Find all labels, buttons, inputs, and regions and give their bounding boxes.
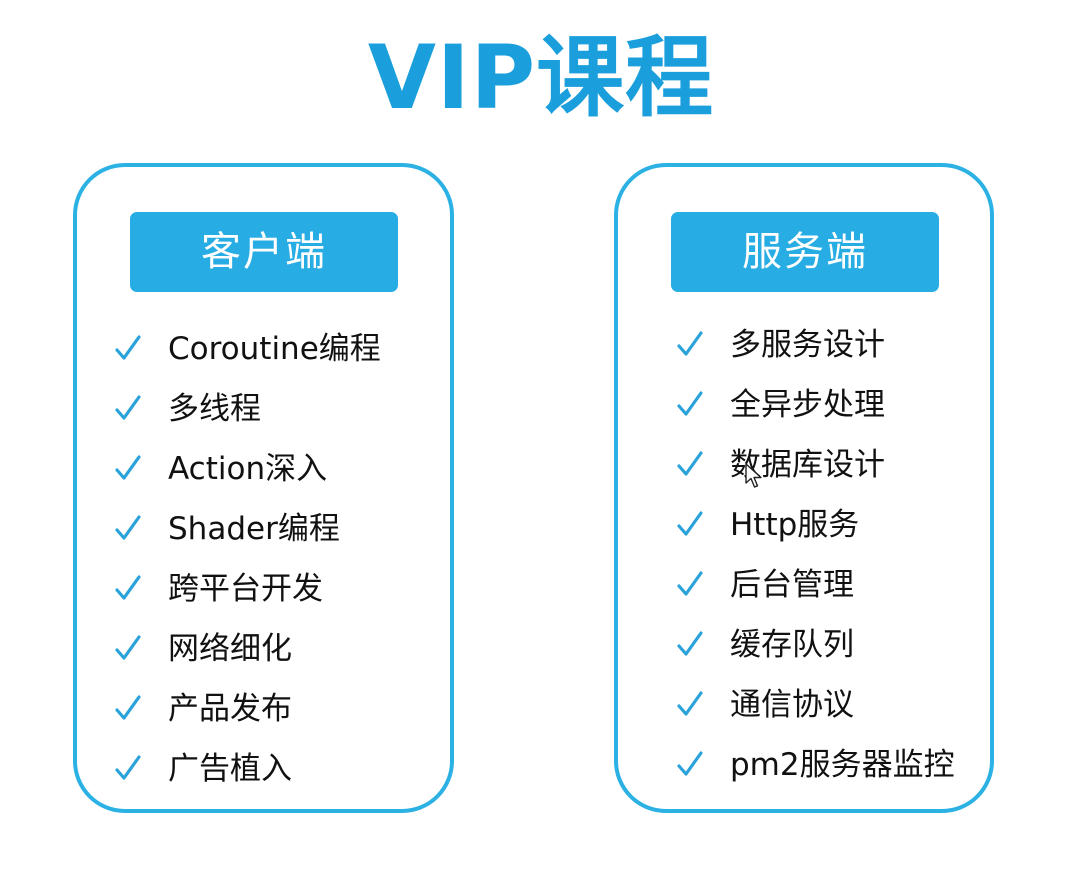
client-item-label: Coroutine编程 — [168, 331, 381, 367]
check-icon — [677, 571, 703, 596]
client-header: 客户端 — [130, 212, 398, 292]
client-panel: 客户端 Coroutine编程多线程 Action深入 Shader编程跨平台开发网… — [73, 163, 454, 813]
check-icon — [677, 451, 703, 476]
check-icon — [115, 455, 141, 480]
server-header: 服务端 — [671, 212, 939, 292]
client-item-label: 网络细化 — [168, 631, 292, 667]
server-item-label: 多服务设计 — [730, 327, 885, 363]
check-icon — [677, 751, 703, 776]
check-icon — [115, 575, 141, 600]
client-item-label: 多线程 — [168, 391, 261, 427]
client-item-label: Shader编程 — [168, 511, 340, 547]
check-icon — [677, 691, 703, 716]
mouse-cursor-icon — [745, 463, 762, 488]
page-title: VIP课程 — [367, 26, 715, 129]
check-icon — [115, 755, 141, 780]
check-icon — [115, 395, 141, 420]
check-icon — [115, 635, 141, 660]
check-icon — [677, 391, 703, 416]
check-icon — [677, 631, 703, 656]
check-icon — [677, 511, 703, 536]
client-item-label: 跨平台开发 — [168, 571, 323, 607]
server-item-label: 缓存队列 — [730, 627, 854, 663]
server-item-label: 全异步处理 — [730, 387, 885, 423]
client-item-label: 产品发布 — [168, 691, 292, 727]
server-item-label: Http服务 — [730, 507, 860, 543]
check-icon — [677, 331, 703, 356]
check-icon — [115, 335, 141, 360]
check-icon — [115, 515, 141, 540]
client-item-label: 广告植入 — [168, 751, 292, 787]
server-item-label: 后台管理 — [730, 567, 854, 603]
server-item-label: pm2服务器监控 — [730, 747, 955, 783]
server-item-label: 通信协议 — [730, 687, 854, 723]
check-icon — [115, 695, 141, 720]
client-item-label: Action深入 — [168, 451, 328, 487]
